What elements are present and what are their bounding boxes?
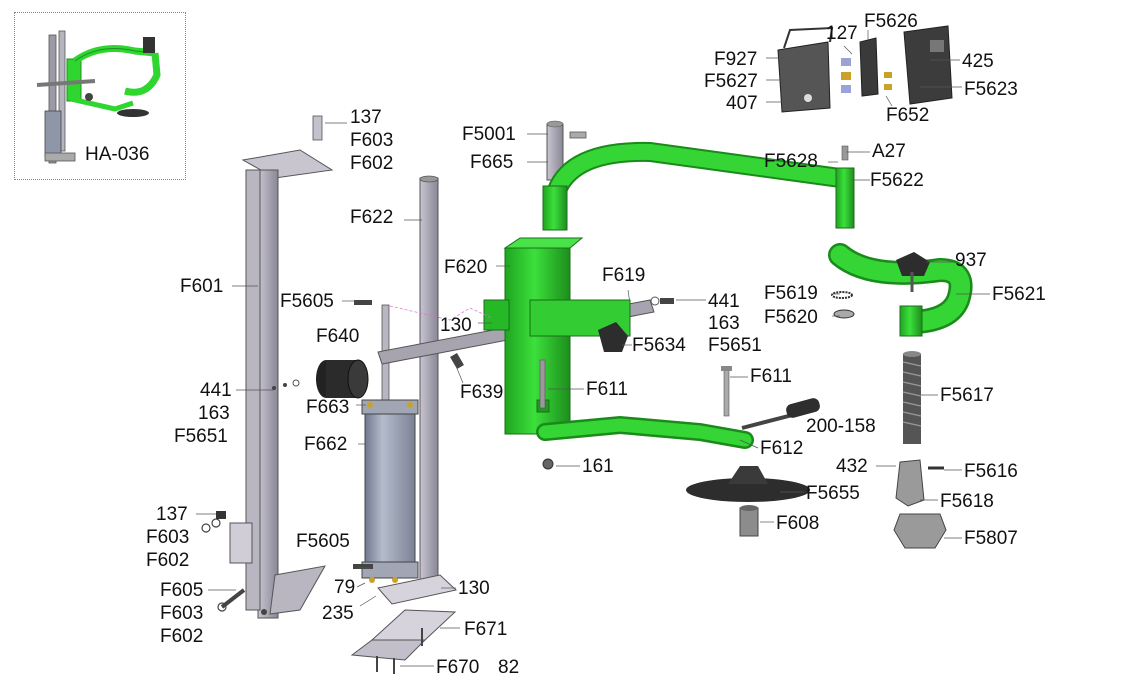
label-f665: F665 xyxy=(470,152,514,173)
label-937: 937 xyxy=(955,250,987,271)
label-f612: F612 xyxy=(760,438,804,459)
label-130-lower: 130 xyxy=(458,578,490,599)
label-f662: F662 xyxy=(304,434,348,455)
label-f620: F620 xyxy=(444,257,488,278)
label-425: 425 xyxy=(962,51,994,72)
label-f602-top: F602 xyxy=(350,153,394,174)
thumbnail-model-label: HA-036 xyxy=(85,144,150,165)
part-f5634-knob xyxy=(598,322,628,352)
label-f605: F605 xyxy=(160,580,204,601)
label-f603-lower: F603 xyxy=(146,527,190,548)
part-f671-plate xyxy=(350,574,458,674)
label-f5651-left: F5651 xyxy=(174,426,228,447)
label-f619: F619 xyxy=(602,265,646,286)
label-f608: F608 xyxy=(776,513,820,534)
label-f5620: F5620 xyxy=(764,307,818,328)
label-f5605-upper: F5605 xyxy=(280,291,334,312)
label-f5616: F5616 xyxy=(964,461,1018,482)
label-432: 432 xyxy=(836,456,868,477)
label-137-top: 137 xyxy=(350,107,382,128)
part-a27-screw xyxy=(841,145,849,161)
label-137-lower: 137 xyxy=(156,504,188,525)
label-f670: F670 xyxy=(436,657,480,678)
thumbnail-machine-illustration xyxy=(36,30,161,164)
part-f5617-spring xyxy=(902,351,922,444)
label-f622: F622 xyxy=(350,207,394,228)
label-f602-lower: F602 xyxy=(146,550,190,571)
label-f663: F663 xyxy=(306,397,350,418)
label-f611-center: F611 xyxy=(586,379,628,400)
label-f640: F640 xyxy=(316,326,360,347)
label-161: 161 xyxy=(582,456,614,477)
label-f603-bottom: F603 xyxy=(160,603,204,624)
label-f601: F601 xyxy=(180,276,224,297)
label-f5618: F5618 xyxy=(940,491,994,512)
label-441-right: 441 xyxy=(708,291,740,312)
label-f5628: F5628 xyxy=(764,151,818,172)
label-f5617: F5617 xyxy=(940,385,994,406)
part-f927-bracket xyxy=(777,26,834,113)
label-163-left: 163 xyxy=(198,403,230,424)
part-f5621-lower-arm xyxy=(828,243,973,337)
label-235: 235 xyxy=(322,603,354,624)
part-f640-roller xyxy=(316,359,369,399)
label-f5623: F5623 xyxy=(964,79,1018,100)
label-f5621: F5621 xyxy=(992,284,1046,305)
label-79: 79 xyxy=(334,577,356,598)
label-f5626: F5626 xyxy=(864,11,918,32)
label-f5807: F5807 xyxy=(964,528,1018,549)
label-f5622: F5622 xyxy=(870,170,924,191)
label-f5651-right: F5651 xyxy=(708,335,762,356)
part-f612-bottom-arm xyxy=(536,415,754,449)
label-163-right: 163 xyxy=(708,313,740,334)
part-937-knob xyxy=(896,252,930,292)
label-f927: F927 xyxy=(714,49,758,70)
label-f639: F639 xyxy=(460,382,504,403)
label-f603-top: F603 xyxy=(350,130,394,151)
label-f652: F652 xyxy=(886,105,930,126)
label-407: 407 xyxy=(726,93,758,114)
label-f5655: F5655 xyxy=(806,483,860,504)
part-f622-upright xyxy=(419,175,439,581)
label-130-upper: 130 xyxy=(440,315,472,336)
label-f5605-lower: F5605 xyxy=(296,531,350,552)
label-a27: A27 xyxy=(872,141,906,162)
label-f5619: F5619 xyxy=(764,283,818,304)
leader-lines xyxy=(196,30,990,667)
label-f671: F671 xyxy=(464,619,508,640)
alignment-guide-line xyxy=(389,305,493,321)
label-82: 82 xyxy=(498,657,520,678)
label-f602-bottom: F602 xyxy=(160,626,204,647)
label-200-158: 200-158 xyxy=(806,416,876,437)
label-f5634: F5634 xyxy=(632,335,686,356)
part-f5618-jaw xyxy=(895,459,944,507)
part-200-158-handle xyxy=(721,366,820,430)
part-f5626-block xyxy=(841,37,892,97)
part-f5623-cover xyxy=(903,25,953,105)
label-127: 127 xyxy=(826,23,858,44)
part-f5619-f5620-washers xyxy=(831,291,855,319)
part-f5655-pad xyxy=(686,466,810,502)
thumbnail-inset: HA-036 xyxy=(14,12,186,180)
part-f5622-upper-arm xyxy=(542,141,855,231)
part-f620-column xyxy=(483,237,631,435)
label-441-left: 441 xyxy=(200,380,232,401)
label-f5627: F5627 xyxy=(704,71,758,92)
label-f611-right: F611 xyxy=(750,366,792,387)
label-f5001: F5001 xyxy=(462,124,516,145)
part-f5807-holder xyxy=(893,513,947,549)
part-f608-sleeve xyxy=(739,505,759,537)
part-f601-upright xyxy=(229,149,334,619)
